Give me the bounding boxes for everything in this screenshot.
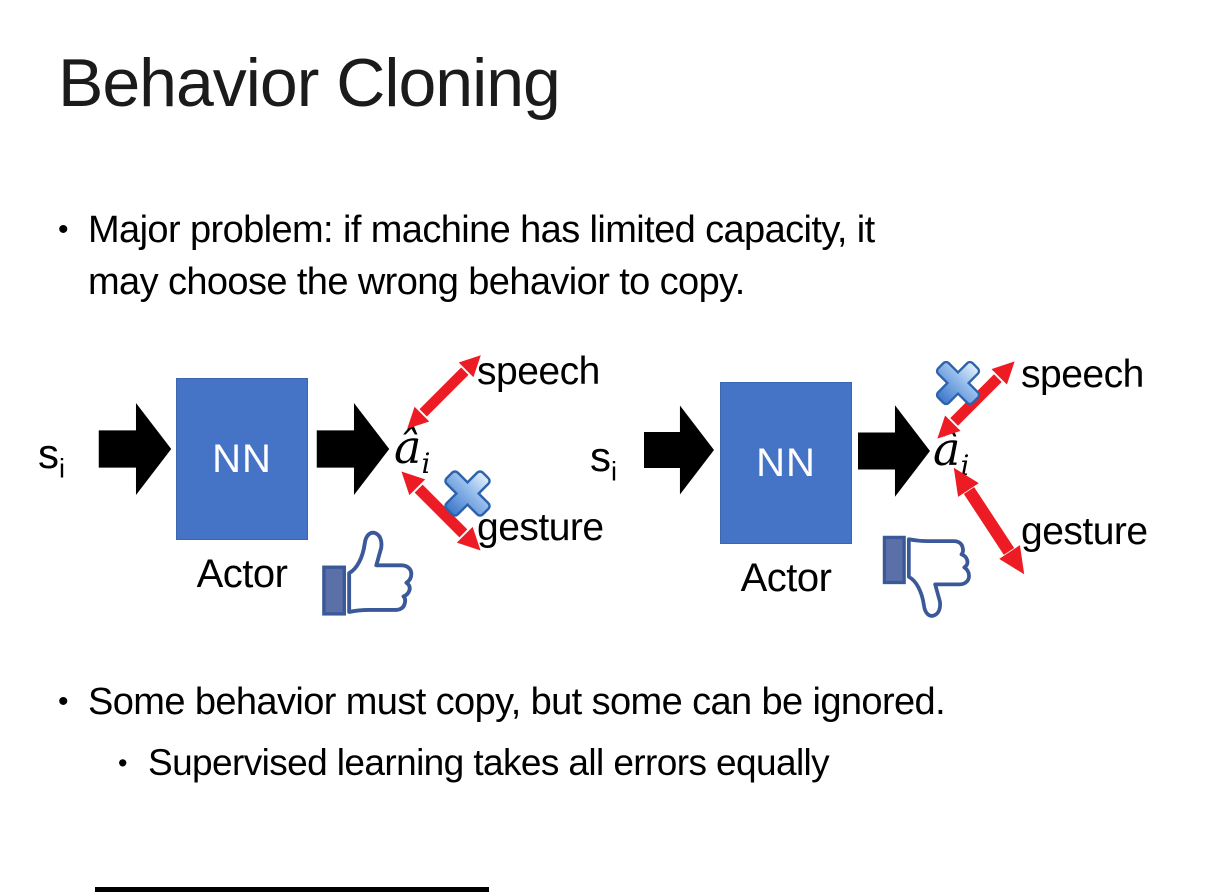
right-gesture-arrow-icon xyxy=(953,467,1025,575)
bullet-major-line1: Major problem: if machine has limited ca… xyxy=(88,209,875,251)
right-block-arrow-out-icon xyxy=(858,405,930,497)
thumbs-up-icon xyxy=(322,530,414,616)
left-block-arrow-in-icon xyxy=(98,402,172,496)
right-actor-label: Actor xyxy=(740,556,832,600)
left-speech-arrow-icon xyxy=(407,355,481,429)
left-blue-x-icon xyxy=(444,470,491,517)
slide-title: Behavior Cloning xyxy=(58,45,561,121)
bullet-supervised-text: Supervised learning takes all errors equ… xyxy=(148,742,830,783)
bullet-major-line2: may choose the wrong behavior to copy. xyxy=(88,261,745,303)
right-nn-label: NN xyxy=(756,440,816,485)
right-nn-box: NN xyxy=(720,382,852,544)
bullet-some-behavior: • Some behavior must copy, but some can … xyxy=(58,676,946,728)
right-block-arrow-in-icon xyxy=(644,405,714,495)
left-actor-label: Actor xyxy=(196,552,288,596)
left-input-label: si xyxy=(38,430,65,484)
thumbs-down-icon xyxy=(882,535,971,618)
left-nn-label: NN xyxy=(212,436,272,481)
bullet-major-problem: • Major problem: if machine has limited … xyxy=(58,204,875,308)
bullet-dot: • xyxy=(58,685,69,718)
left-block-arrow-out-icon xyxy=(316,402,390,496)
bullet-dot: • xyxy=(58,213,69,246)
left-output-label: âi xyxy=(394,420,431,481)
left-gesture-arrow-icon xyxy=(401,471,481,551)
left-speech-label: speech xyxy=(477,350,600,393)
bullet-some-text: Some behavior must copy, but some can be… xyxy=(88,681,946,723)
right-input-label: si xyxy=(590,433,617,487)
left-gesture-label: gesture xyxy=(477,506,604,549)
left-nn-box: NN xyxy=(176,378,308,540)
right-speech-label: speech xyxy=(1021,353,1144,396)
right-blue-x-icon xyxy=(935,360,981,406)
cutoff-text-line xyxy=(95,887,489,892)
right-gesture-label: gesture xyxy=(1021,510,1148,553)
bullet-dot: • xyxy=(118,748,128,778)
bullet-supervised: • Supervised learning takes all errors e… xyxy=(118,738,830,788)
